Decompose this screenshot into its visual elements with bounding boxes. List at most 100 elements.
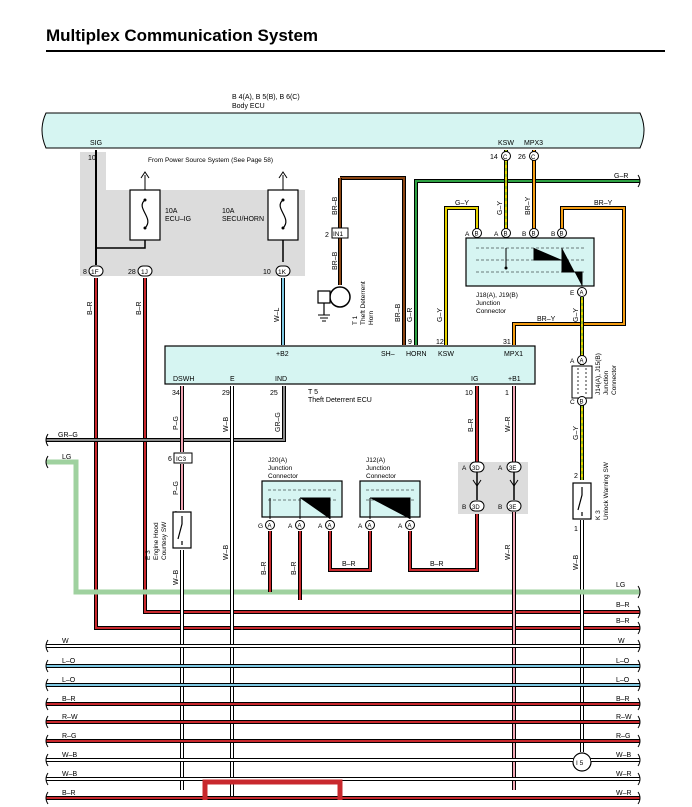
label-br-2: B–R xyxy=(136,301,143,315)
label-gy-4: G–Y xyxy=(573,308,580,322)
svg-text:3E: 3E xyxy=(509,505,516,511)
page-title: Multiplex Communication System xyxy=(46,26,319,45)
svg-text:R–W: R–W xyxy=(616,714,632,721)
wire-gr xyxy=(414,179,640,345)
body-ecu-pin-ksw: KSW xyxy=(498,140,514,147)
svg-text:J18(A), J19(B): J18(A), J19(B) xyxy=(476,292,518,299)
svg-text:A: A xyxy=(570,358,575,365)
shade-notch xyxy=(106,152,305,190)
svg-text:1F: 1F xyxy=(91,269,99,276)
svg-text:C: C xyxy=(503,155,508,161)
svg-text:B: B xyxy=(475,232,479,238)
fuse-ecu-ig: 10A ECU–IG xyxy=(129,171,191,241)
svg-text:R–W: R–W xyxy=(62,714,78,721)
svg-text:E: E xyxy=(230,376,235,383)
svg-text:A: A xyxy=(318,523,323,530)
svg-text:B–R: B–R xyxy=(616,602,630,609)
svg-text:A: A xyxy=(465,231,470,238)
jc-right-connectors: A 3D A 3E B 3D B 3E xyxy=(462,461,522,512)
svg-text:A: A xyxy=(580,291,584,297)
fuse2-name: SECU/HORN xyxy=(222,216,264,223)
svg-text:J14(A), J15(B): J14(A), J15(B) xyxy=(595,353,602,395)
svg-text:Junction: Junction xyxy=(603,370,610,395)
svg-text:25: 25 xyxy=(270,390,278,397)
e3-connector: 6 IC3 xyxy=(168,452,193,464)
svg-text:2: 2 xyxy=(574,473,578,480)
svg-text:31: 31 xyxy=(503,339,511,346)
svg-text:Engine Hood: Engine Hood xyxy=(153,522,160,560)
bus-labels-right: B–R B–R W L–O L–O B–R R–W R–G W–B W–R W–… xyxy=(616,602,632,797)
svg-text:12: 12 xyxy=(436,339,444,346)
body-ecu-pin-sig: SIG xyxy=(90,140,102,147)
svg-text:W–B: W–B xyxy=(616,752,632,759)
svg-text:B–R: B–R xyxy=(616,618,630,625)
svg-text:Connector: Connector xyxy=(366,473,397,480)
svg-text:E 3: E 3 xyxy=(145,550,152,560)
label-lg-right: LG xyxy=(616,582,625,589)
label-bry-1: BR–Y xyxy=(525,196,532,215)
svg-text:A: A xyxy=(398,523,403,530)
label-grg: GR–G xyxy=(58,432,78,439)
svg-text:A: A xyxy=(268,524,272,530)
label-brb-2: BR–B xyxy=(332,251,339,270)
fuse2-amp: 10A xyxy=(222,208,235,215)
svg-text:B–R: B–R xyxy=(62,696,76,703)
wire-grg xyxy=(46,386,286,442)
break-marks xyxy=(45,174,641,805)
svg-text:MPX1: MPX1 xyxy=(504,351,523,358)
svg-text:R–G: R–G xyxy=(62,733,76,740)
wire-br-j20-j12 xyxy=(268,505,479,600)
label-br-ig: B–R xyxy=(468,418,475,432)
label-gy-2: G–Y xyxy=(455,200,469,207)
svg-text:8: 8 xyxy=(83,269,87,276)
svg-text:L–O: L–O xyxy=(616,677,630,684)
svg-text:Junction: Junction xyxy=(476,300,501,307)
label-lg: LG xyxy=(62,454,71,461)
svg-text:B: B xyxy=(498,504,502,511)
svg-text:+B1: +B1 xyxy=(508,376,521,383)
label-bry-2: BR–Y xyxy=(594,200,613,207)
label-pg-2: P–G xyxy=(173,481,180,495)
fuse1-name: ECU–IG xyxy=(165,216,191,223)
svg-text:A: A xyxy=(494,231,499,238)
label-pg-1: P–G xyxy=(173,416,180,430)
j20-junction-connector: J20(A) Junction Connector A G A A A A xyxy=(258,457,343,530)
svg-text:29: 29 xyxy=(222,390,230,397)
svg-text:A: A xyxy=(462,465,467,472)
svg-text:T 5: T 5 xyxy=(308,389,318,396)
jb-connector-1f: 8 1F xyxy=(83,265,104,277)
label-br-j20b: B–R xyxy=(291,561,298,575)
wire-lg xyxy=(46,459,640,595)
svg-text:B: B xyxy=(551,231,555,238)
svg-text:B: B xyxy=(560,232,564,238)
svg-text:Junction: Junction xyxy=(268,465,293,472)
svg-text:W–R: W–R xyxy=(616,790,632,797)
svg-text:A: A xyxy=(328,524,332,530)
j18-junction-connector: A B A B B B B B E A J18(A), J19(B) Junct… xyxy=(465,228,595,315)
svg-text:G: G xyxy=(258,523,263,530)
svg-text:Courtesy SW: Courtesy SW xyxy=(161,521,168,560)
body-ecu: B 4(A), B 5(B), B 6(C) Body ECU SIG KSW … xyxy=(41,94,645,149)
svg-text:W–B: W–B xyxy=(62,752,78,759)
svg-text:3E: 3E xyxy=(509,466,516,472)
svg-text:L–O: L–O xyxy=(616,658,630,665)
label-gy-5: G–Y xyxy=(573,426,580,440)
svg-text:J12(A): J12(A) xyxy=(366,457,385,464)
label-gr: G–R xyxy=(407,308,414,322)
label-br-j12: B–R xyxy=(430,561,444,568)
fuse-secu-horn: 10A SECU/HORN xyxy=(222,171,299,241)
svg-text:10: 10 xyxy=(263,269,271,276)
svg-text:1J: 1J xyxy=(141,269,148,276)
svg-text:C: C xyxy=(531,155,536,161)
svg-text:A: A xyxy=(298,524,302,530)
label-bry-3: BR–Y xyxy=(537,316,556,323)
svg-text:Connector: Connector xyxy=(476,308,507,315)
jb-connector-1k: 10 1K xyxy=(263,265,291,277)
svg-text:R–G: R–G xyxy=(616,733,630,740)
svg-text:I 5: I 5 xyxy=(576,760,584,767)
svg-text:W: W xyxy=(618,638,625,645)
j12-junction-connector: J12(A) Junction Connector A A A A xyxy=(358,457,421,530)
svg-text:W–R: W–R xyxy=(616,771,632,778)
label-br-j20a: B–R xyxy=(261,561,268,575)
